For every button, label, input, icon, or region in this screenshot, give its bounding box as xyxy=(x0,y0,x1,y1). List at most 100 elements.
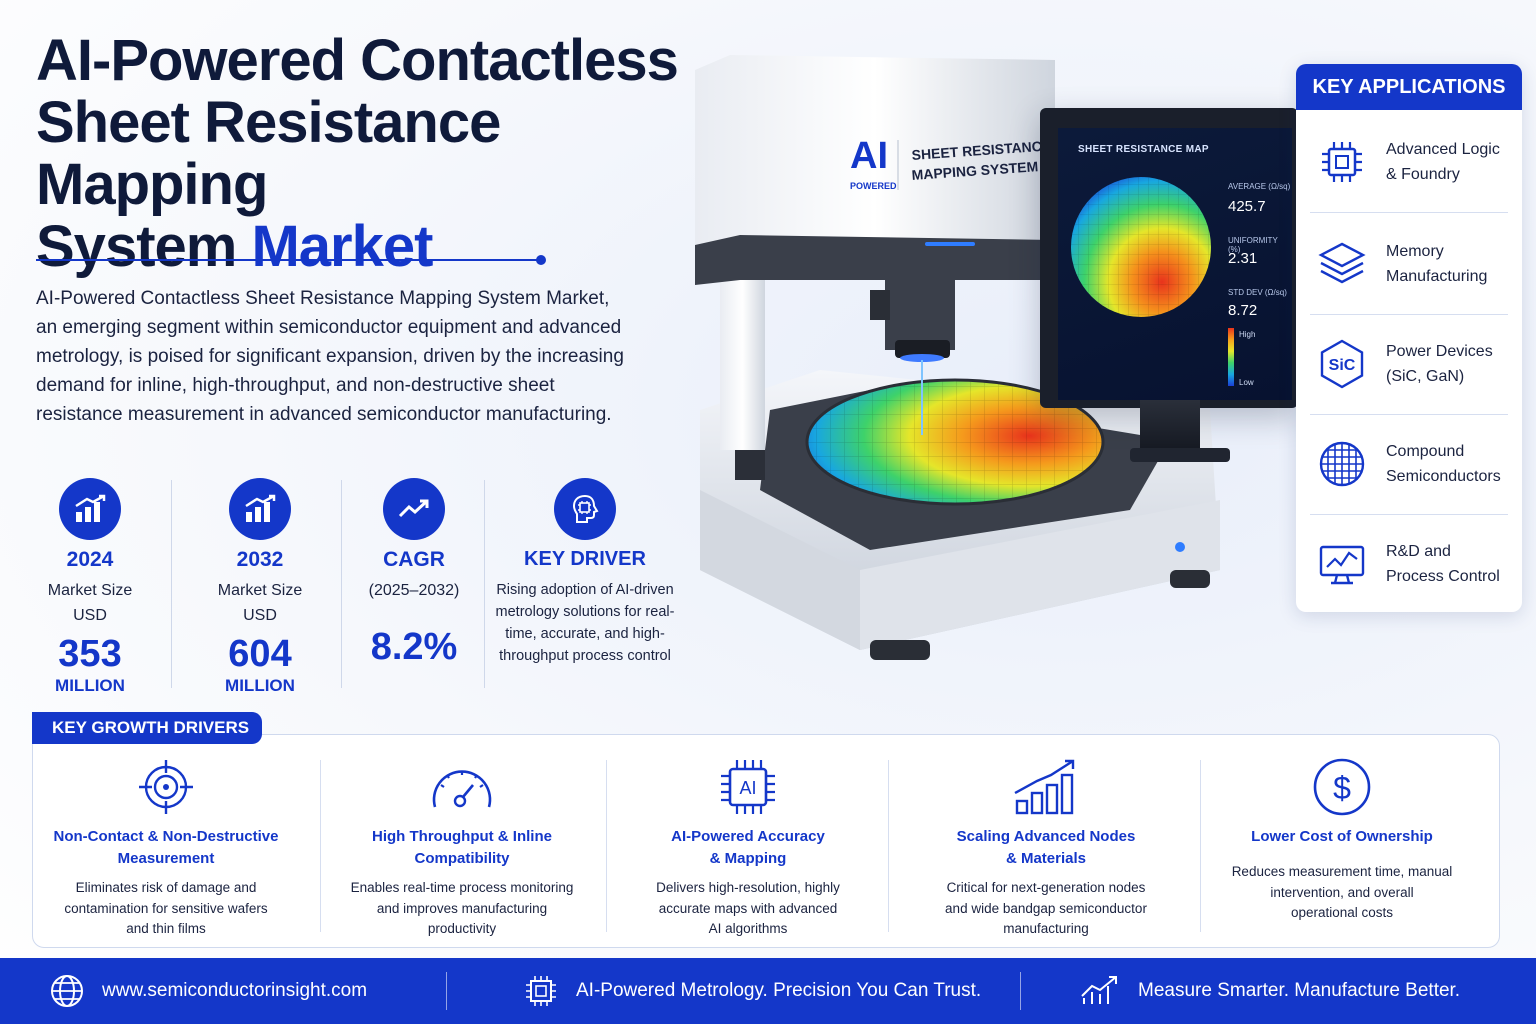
ai-badge: AI xyxy=(850,135,888,177)
stat-value: 353 xyxy=(58,633,122,675)
driver-text-3: manufacturing xyxy=(1003,921,1089,936)
driver-title-1: Non-Contact & Non-Destructive xyxy=(53,828,279,845)
page-title: AI-Powered Contactless Sheet Resistance … xyxy=(36,30,696,278)
stat-cagr: CAGR (2025–2032) 8.2% xyxy=(354,478,474,669)
globe-icon xyxy=(50,974,84,1008)
app-label-line1: Power Devices xyxy=(1386,343,1493,360)
stat-unit: MILLION xyxy=(225,676,295,695)
growth-driver-divider xyxy=(1200,760,1201,932)
app-label-line1: Advanced Logic xyxy=(1386,141,1500,158)
app-label-line2: & Foundry xyxy=(1386,166,1460,183)
app-label-line1: R&D and xyxy=(1386,543,1451,560)
growth-driver-cost: $ Lower Cost of Ownership Reduces measur… xyxy=(1210,756,1474,924)
app-label-line2: Semiconductors xyxy=(1386,468,1501,485)
color-legend-bar xyxy=(1228,328,1234,386)
stddev-label: STD DEV (Ω/sq) xyxy=(1228,288,1287,297)
key-applications-panel: KEY APPLICATIONS Advanced Logic& Foundry… xyxy=(1296,64,1522,612)
stat-year: CAGR xyxy=(383,548,445,571)
growth-driver-divider xyxy=(888,760,889,932)
legend-high: High xyxy=(1239,330,1256,339)
footer-tagline-1-text: AI-Powered Metrology. Precision You Can … xyxy=(576,980,982,1001)
key-driver: KEY DRIVER Rising adoption of AI-driven … xyxy=(490,478,680,667)
footer-tagline-2: Measure Smarter. Manufacture Better. xyxy=(1080,958,1460,1024)
uniformity-value: 2.31 xyxy=(1228,250,1258,267)
svg-text:SiC: SiC xyxy=(1329,357,1356,374)
stat-value: 8.2% xyxy=(370,626,458,668)
driver-title-1: High Throughput & Inline xyxy=(372,828,552,845)
driver-title-2: & Mapping xyxy=(709,850,787,867)
intro-paragraph: AI-Powered Contactless Sheet Resistance … xyxy=(36,288,624,425)
app-divider xyxy=(1310,212,1508,213)
footer-website[interactable]: www.semiconductorinsight.com xyxy=(50,958,367,1024)
driver-text-1: Critical for next-generation nodes xyxy=(946,880,1146,895)
bar-growth-icon xyxy=(229,478,291,540)
sic-icon: SiC xyxy=(1316,338,1368,390)
title-divider xyxy=(36,259,540,261)
chip-icon xyxy=(524,974,558,1008)
driver-text-2: accurate maps with advanced xyxy=(658,900,838,916)
driver-title-1: Scaling Advanced Nodes xyxy=(956,828,1136,845)
monitor-screen: SHEET RESISTANCE MAP AVERAGE (Ω/sq) 425.… xyxy=(1058,128,1292,400)
chip-icon xyxy=(1316,136,1368,188)
ai-chip-icon: AI xyxy=(614,756,882,818)
app-label-line1: Memory xyxy=(1386,243,1444,260)
app-divider xyxy=(1310,314,1508,315)
legend-low: Low xyxy=(1239,378,1254,387)
monitor-chart-icon xyxy=(1316,538,1368,590)
footer-bar: www.semiconductorinsight.com AI-Powered … xyxy=(0,958,1536,1024)
stat-divider xyxy=(171,480,172,688)
footer-tagline-2-text: Measure Smarter. Manufacture Better. xyxy=(1138,980,1461,1001)
svg-text:AI: AI xyxy=(739,778,756,798)
dollar-icon: $ xyxy=(1210,756,1474,818)
stat-label: Market Size xyxy=(217,582,303,599)
svg-text:$: $ xyxy=(1333,770,1351,806)
ai-badge-powered: POWERED xyxy=(850,181,897,191)
app-label-line1: Compound xyxy=(1386,443,1465,460)
growth-drivers-tag: KEY GROWTH DRIVERS xyxy=(32,712,262,744)
wafer-grid-icon xyxy=(1316,438,1368,490)
driver-text-1: Delivers high-resolution, highly xyxy=(656,880,840,895)
app-item-power: SiC Power Devices(SiC, GaN) xyxy=(1316,314,1506,414)
stat-2024: 2024 Market Size USD 353 MILLION xyxy=(20,478,160,696)
wafer-map xyxy=(1071,177,1211,317)
driver-text-2: intervention, and overall xyxy=(1270,884,1414,900)
app-item-logic: Advanced Logic & Foundry xyxy=(1316,112,1506,212)
app-label-line2: Manufacturing xyxy=(1386,268,1488,285)
title-line-1: AI-Powered Contactless xyxy=(36,28,679,93)
footer-divider xyxy=(446,972,447,1010)
bar-growth-icon xyxy=(59,478,121,540)
app-divider xyxy=(1310,414,1508,415)
app-divider xyxy=(1310,514,1508,515)
growth-driver-divider xyxy=(606,760,607,932)
driver-text-3: and thin films xyxy=(126,921,206,936)
stat-label: Market Size xyxy=(47,582,133,599)
stat-label: (2025–2032) xyxy=(368,582,460,599)
driver-text-1: Enables real-time process monitoring xyxy=(350,880,574,895)
driver-title-2: Compatibility xyxy=(414,850,510,867)
footer-website-text[interactable]: www.semiconductorinsight.com xyxy=(102,980,368,1001)
driver-text-2: and wide bandgap semiconductor xyxy=(945,900,1147,916)
uniformity-label: UNIFORMITY (%) xyxy=(1228,236,1278,254)
driver-title-1: AI-Powered Accuracy xyxy=(671,828,825,845)
screen-title: SHEET RESISTANCE MAP xyxy=(1078,144,1209,155)
monitor-stand-base xyxy=(1130,448,1230,462)
title-divider-dot xyxy=(536,255,546,265)
driver-text-3: operational costs xyxy=(1290,905,1394,920)
driver-text-2: and improves manufacturing xyxy=(376,900,548,916)
layers-icon xyxy=(1316,238,1368,290)
stat-value: 604 xyxy=(228,633,292,675)
driver-text-2: contamination for sensitive wafers xyxy=(64,900,268,916)
stat-2032: 2032 Market Size USD 604 MILLION xyxy=(190,478,330,696)
growth-chart-icon xyxy=(1080,974,1120,1008)
avg-label: AVERAGE (Ω/sq) xyxy=(1228,182,1291,191)
footer-tagline-1: AI-Powered Metrology. Precision You Can … xyxy=(524,958,981,1024)
market-stats: 2024 Market Size USD 353 MILLION 2032 Ma… xyxy=(20,478,680,696)
stat-divider xyxy=(341,480,342,688)
driver-title-1: Lower Cost of Ownership xyxy=(1251,828,1433,845)
stddev-value: 8.72 xyxy=(1228,302,1258,319)
trend-up-icon xyxy=(383,478,445,540)
